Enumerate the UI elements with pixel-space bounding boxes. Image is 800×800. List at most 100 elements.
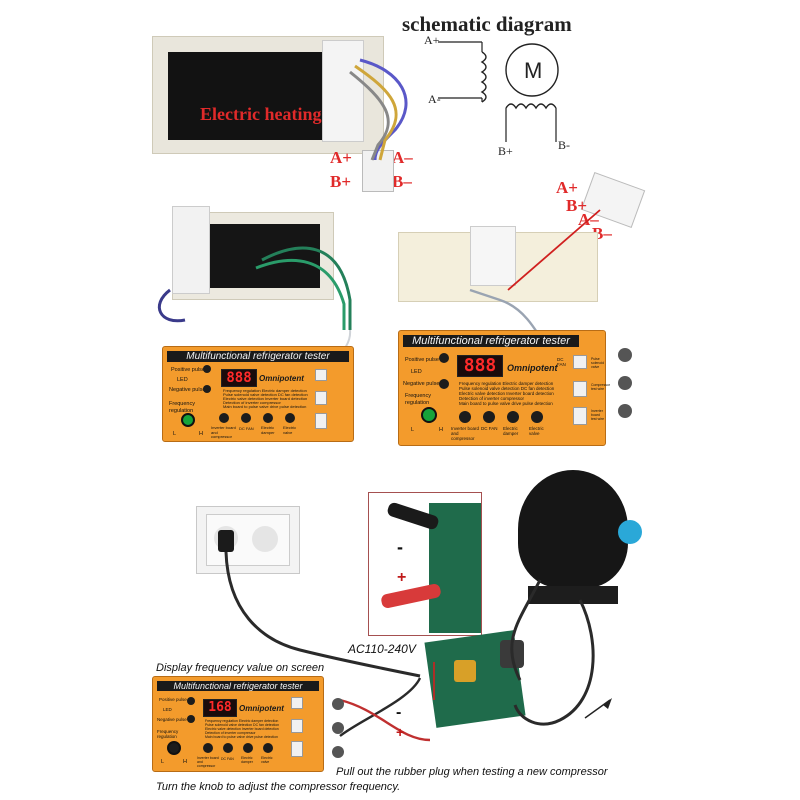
tester-bottom-jack-1[interactable] (332, 698, 344, 710)
schematic-diagram (438, 41, 559, 142)
tester-bottom-jack-3[interactable] (332, 746, 344, 758)
power-plug (218, 530, 234, 552)
inverter-board-coil (454, 660, 476, 682)
tester-right-label-inverter: Inverter board test wire (591, 409, 605, 421)
heater-element (168, 52, 346, 140)
tester-left-btn-dcfan[interactable] (241, 413, 251, 423)
inverter-board-display (208, 224, 320, 288)
damper-motor (470, 226, 516, 286)
tester-right-positive-pulse: Positive pulse (405, 357, 439, 363)
tester-left-feature-0: Frequency regulation Electric damper det… (223, 388, 307, 393)
tester-bottom-feature-2: Electric valve detection Inverter board … (205, 727, 279, 731)
tester-bottom-btn-damper[interactable] (243, 743, 253, 753)
tester-bottom-btn-inverter-label: Inverter board and compressor (197, 756, 219, 768)
tester-left-socket-2[interactable] (315, 391, 327, 405)
tester-bottom-btn-dcfan[interactable] (223, 743, 233, 753)
tester-right-btn-valve[interactable] (531, 411, 543, 423)
tester-left-btn-inverter-label: Inverter board and compressor (211, 425, 236, 439)
tester-bottom-socket-3[interactable] (291, 741, 303, 757)
tester-left-frequency-knob[interactable] (181, 413, 195, 427)
tester-right-socket-3[interactable] (573, 407, 587, 425)
tester-left-btn-inverter[interactable] (219, 413, 229, 423)
tester-right-jack-2[interactable] (618, 376, 632, 390)
outlet-socket-right[interactable] (252, 526, 278, 552)
tester-right-label-compressor: Compressor test wire (591, 383, 611, 391)
tester-bottom-frequency-knob[interactable] (167, 741, 181, 755)
schematic-b-plus: B+ (498, 144, 513, 158)
schematic-b-minus: B- (558, 138, 570, 152)
tester-right-btn-dcfan[interactable] (483, 411, 495, 423)
tester-bottom-neg-button[interactable] (187, 715, 195, 723)
rubber-plug-caption: Pull out the rubber plug when testing a … (336, 766, 608, 778)
tester-right-brand: Omnipotent (507, 363, 558, 373)
tester-right-feature-4: Main board to pulse valve drive pulse de… (459, 401, 553, 406)
tester-left: Multifunctional refrigerator tester Posi… (162, 346, 354, 442)
schematic-a-minus: A- (428, 92, 441, 106)
heater-label: Electric heating (200, 104, 322, 124)
tester-bottom-pos-button[interactable] (187, 697, 195, 705)
tester-left-socket-3[interactable] (315, 413, 327, 429)
tester-left-brand: Omnipotent (259, 374, 304, 383)
tester-right-neg-button[interactable] (439, 379, 449, 389)
tester-bottom-feature-0: Frequency regulation Electric damper det… (205, 719, 279, 723)
tester-right-btn-inverter[interactable] (459, 411, 471, 423)
tester-right-frequency-knob[interactable] (421, 407, 437, 423)
tester-right-knob-high: H (439, 427, 443, 433)
tester-bottom-btn-valve[interactable] (263, 743, 273, 753)
tester-left-led-button[interactable] (203, 365, 211, 373)
tester-bottom-title: Multifunctional refrigerator tester (157, 681, 319, 691)
tester-right-feature-3: Detection of inverter compressor (459, 396, 525, 401)
tester-right-jack-3[interactable] (618, 404, 632, 418)
tester-bottom-knob-low: L (161, 759, 165, 765)
tester-bottom-feature-4: Main board to pulse valve drive pulse de… (205, 735, 278, 739)
tester-left-btn-damper[interactable] (263, 413, 273, 423)
tester-left-socket-1[interactable] (315, 369, 327, 381)
tester-right-socket-2[interactable] (573, 381, 587, 397)
tester-left-positive-pulse: Positive pulse (171, 367, 205, 373)
heater-pin-b-plus: B+ (330, 172, 352, 191)
compressor-body (518, 470, 628, 588)
heater-pin-b-minus: B– (392, 172, 412, 191)
tester-right-btn-valve-label: Electric valve (529, 426, 544, 436)
tester-right: Multifunctional refrigerator tester Posi… (398, 330, 611, 446)
heater-pin-a-minus: A– (392, 148, 413, 167)
tester-right-btn-damper[interactable] (507, 411, 519, 423)
tester-left-freq-label: Frequency regulation (169, 401, 195, 414)
tester-bottom-brand: Omnipotent (239, 704, 284, 713)
tester-left-btn-dcfan-label: DC FAN (239, 426, 254, 431)
lead-plus-label: + (396, 724, 405, 740)
tester-left-display: 888 (221, 369, 257, 387)
tester-bottom-jack-2[interactable] (332, 722, 344, 734)
tester-right-jack-1[interactable] (618, 348, 632, 362)
tester-left-neg-button[interactable] (203, 385, 211, 393)
tester-left-feature-4: Main board to pulse valve drive pulse de… (223, 404, 307, 409)
tester-bottom-socket-2[interactable] (291, 719, 303, 733)
tester-left-negative-pulse: Negative pulse (169, 387, 206, 393)
tester-left-btn-valve[interactable] (285, 413, 295, 423)
tester-bottom-btn-damper-label: Electric damper (241, 756, 253, 764)
tester-right-pos-button[interactable] (439, 353, 449, 363)
clip-minus-label: - (397, 537, 403, 557)
tester-left-feature-2: Electric valve detection Inverter board … (223, 396, 308, 401)
tester-bottom-display: 168 (203, 699, 237, 717)
damper-pin-b-plus: B+ (566, 196, 588, 215)
damper-pin-a-plus: A+ (556, 178, 578, 197)
tester-left-title: Multifunctional refrigerator tester (167, 351, 349, 362)
tester-left-led: LED (177, 377, 188, 383)
tester-bottom-socket-1[interactable] (291, 697, 303, 709)
heater-pin-a-plus: A+ (330, 148, 352, 167)
heater-connector-block (322, 40, 364, 142)
tester-bottom-feature-1: Pulse solenoid valve detection DC fan de… (205, 723, 280, 727)
tester-bottom-feature-3: Detection of inverter compressor (205, 731, 256, 735)
tester-left-knob-low: L (173, 431, 177, 437)
tester-right-feature-2: Electric valve detection Inverter board … (459, 391, 554, 396)
tester-left-feature-1: Pulse solenoid valve detection DC fan de… (223, 392, 308, 397)
tester-bottom-knob-high: H (183, 759, 187, 765)
tester-bottom-btn-inverter[interactable] (203, 743, 213, 753)
tester-right-btn-damper-label: Electric damper (503, 426, 519, 436)
tester-bottom-led: LED (163, 707, 172, 712)
tester-left-feature-3: Detection of inverter compressor (223, 400, 281, 405)
tester-right-socket-1[interactable] (573, 355, 587, 369)
